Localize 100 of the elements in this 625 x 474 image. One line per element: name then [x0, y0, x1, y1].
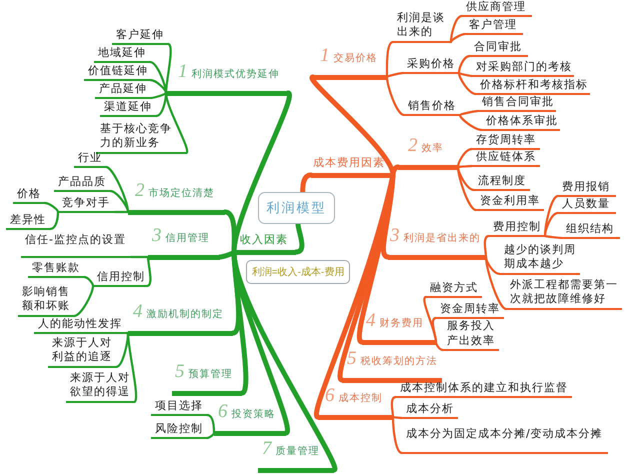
- topic-text: 费用控制: [489, 220, 545, 238]
- main-topic: [398, 136, 458, 170]
- branch-number: 3: [152, 226, 162, 246]
- topic-text: 对采购部门的考核: [472, 60, 574, 78]
- main-topic: [388, 226, 486, 260]
- branch-title: 预算管理: [188, 368, 232, 382]
- topic-text: 价格: [13, 188, 45, 204]
- branch-line: [456, 166, 478, 212]
- branch-number: 4: [366, 310, 376, 330]
- branch-title: 信用管理: [166, 232, 210, 246]
- topic-text: 供应链体系: [472, 150, 540, 168]
- topic-text: 差异性: [6, 214, 50, 230]
- branch-line: [544, 234, 564, 240]
- branch-line: [294, 222, 304, 254]
- main-topic: [258, 438, 334, 472]
- branch-line: [82, 276, 94, 288]
- topic-text: 成本分为固定成本分摊/变动成本分摊: [402, 428, 608, 454]
- branch-line: [432, 316, 438, 344]
- branch-line: [124, 332, 130, 334]
- main-topic: [313, 46, 387, 80]
- topic-text: 越少的谈判周期成本越少: [500, 242, 580, 276]
- main-topic: [214, 402, 286, 436]
- topic-text: 组织结构: [562, 222, 620, 240]
- topic-text: 产品品质: [54, 176, 110, 192]
- branch-title: 市场定位清楚: [148, 186, 214, 200]
- branch-number: 4: [133, 302, 142, 322]
- branch-line: [148, 78, 168, 94]
- branch-title: 利润模式优势延伸: [192, 68, 280, 82]
- topic-text: 渠道延伸: [100, 100, 156, 118]
- topic-text: 信用控制: [93, 270, 147, 288]
- branch-line: [434, 340, 444, 352]
- branch-number: 5: [175, 362, 184, 382]
- branch-line: [72, 284, 94, 318]
- branch-line: [386, 40, 394, 78]
- branch-line: [450, 14, 464, 44]
- central-topic-box: 利润模型: [258, 192, 335, 224]
- topic-text: 价值链延伸: [84, 64, 150, 82]
- topic-text: 资金周转率: [436, 302, 504, 320]
- branch-line: [458, 110, 480, 116]
- branch-number: 3: [390, 226, 400, 246]
- branch-line: [544, 212, 560, 238]
- branch-title: 交易价格: [334, 52, 378, 66]
- topic-text: 销售价格: [404, 100, 460, 116]
- topic-text: 服务投入: [447, 320, 495, 332]
- branch-title: 成本控制: [338, 392, 382, 406]
- topic-text: 人员数量: [558, 198, 616, 214]
- topic-text: 来源于人对欲望的得逞: [66, 370, 134, 404]
- topic-text: 价格标杆和考核指标: [476, 78, 590, 96]
- main-topic: [172, 362, 242, 396]
- branch-line: [392, 416, 404, 420]
- branch-title: 财务费用: [380, 316, 424, 330]
- topic-text: 地域延伸: [94, 46, 150, 64]
- branch-line: [300, 172, 314, 194]
- topic-text: 人的能动性发挥: [34, 318, 126, 334]
- branch-number: 7: [262, 438, 272, 458]
- branch-line: [386, 72, 404, 78]
- main-topic: [362, 310, 436, 344]
- branch-line: [108, 190, 130, 214]
- branch-line: [456, 166, 476, 192]
- topic-text: 客户管理: [465, 18, 523, 36]
- branch-number: 5: [347, 348, 356, 368]
- branch-line: [206, 432, 216, 440]
- main-topic: [342, 348, 442, 382]
- topic-text: 供应商管理: [462, 0, 532, 18]
- topic-text: 流程制度: [474, 174, 530, 192]
- branch-line: [484, 256, 508, 310]
- main-topic: [128, 302, 233, 336]
- topic-text: 风险控制: [151, 422, 207, 440]
- topic-text: 融资方式: [426, 282, 482, 298]
- branch-line: [112, 210, 130, 214]
- branch-line: [150, 92, 168, 100]
- branch-line: [130, 256, 150, 258]
- topic-text: 项目选择: [151, 400, 207, 416]
- topic-text: 价格体系审批: [482, 114, 560, 132]
- topic-text: 零售账款: [28, 262, 84, 278]
- branch-line: [458, 72, 478, 96]
- branch-title: 投资策略: [232, 408, 276, 422]
- branch-title: 效率: [422, 142, 444, 156]
- topic-text: 资金利用率: [476, 194, 544, 212]
- branch-number: 1: [320, 46, 330, 66]
- branch-title: 质量管理: [276, 444, 320, 458]
- branch-number: 2: [408, 136, 418, 156]
- branch-line: [484, 234, 490, 258]
- branch-line: [392, 416, 404, 454]
- topic-text: 采购价格: [403, 58, 459, 74]
- formula-box: 利润=收入-成本-费用: [246, 260, 350, 284]
- main-topic: [318, 386, 393, 420]
- branch-line: [386, 76, 406, 116]
- main-topic: [148, 226, 220, 260]
- branch-line: [450, 32, 466, 44]
- branch-line: [126, 332, 138, 404]
- branch-line: [456, 164, 474, 168]
- branch-number: 1: [178, 62, 188, 82]
- topic-text: 行业: [74, 152, 106, 168]
- branch-line: [484, 256, 502, 276]
- topic-text: 成本分析: [402, 402, 458, 420]
- branch-line: [456, 148, 474, 168]
- branch-line: [390, 396, 398, 418]
- branch-line: [44, 202, 60, 214]
- branch-title: 税收筹划的方法: [360, 354, 438, 368]
